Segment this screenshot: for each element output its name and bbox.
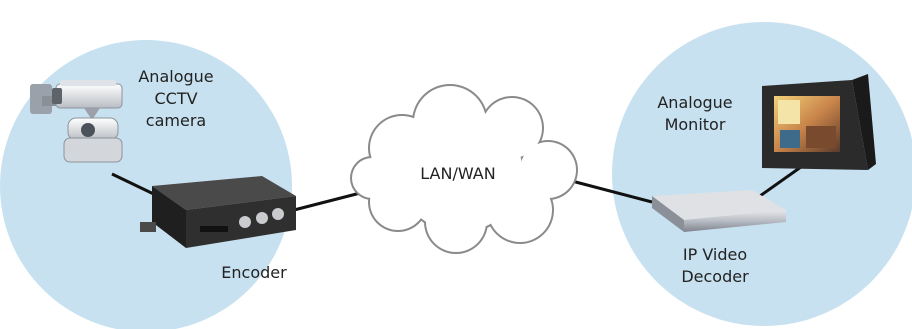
ip-video-decoder-icon bbox=[652, 190, 786, 232]
source-zone bbox=[0, 40, 292, 329]
camera-label-line: camera bbox=[145, 111, 207, 130]
network-label: LAN/WAN bbox=[420, 164, 496, 183]
decoder-label: IP Video Decoder bbox=[660, 244, 770, 288]
monitor-label-line: Analogue bbox=[657, 93, 733, 112]
network-cloud-icon bbox=[350, 84, 578, 254]
encoder-device-icon bbox=[140, 176, 296, 248]
encoder-label: Encoder bbox=[221, 263, 287, 282]
camera-label: Analogue CCTV camera bbox=[126, 66, 226, 132]
camera-label-line: Analogue bbox=[138, 67, 214, 86]
camera-label-line: CCTV bbox=[154, 89, 198, 108]
decoder-label-line: Decoder bbox=[681, 267, 749, 286]
analogue-monitor-icon bbox=[762, 74, 876, 170]
decoder-label-line: IP Video bbox=[682, 245, 748, 264]
monitor-label-line: Monitor bbox=[664, 115, 726, 134]
cctv-camera-icon bbox=[30, 80, 123, 163]
monitor-label: Analogue Monitor bbox=[640, 92, 750, 136]
link-network-decoder bbox=[567, 178, 653, 204]
